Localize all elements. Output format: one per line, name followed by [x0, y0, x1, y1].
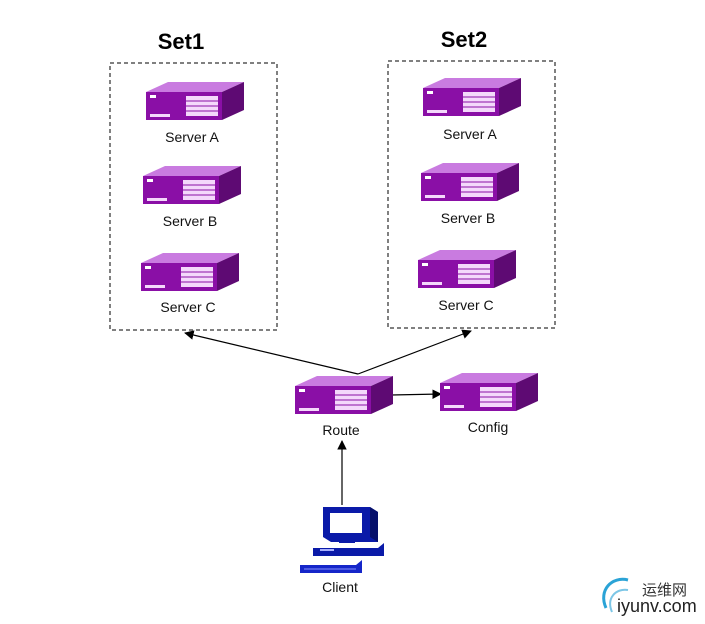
set2-title: Set2 [441, 27, 487, 52]
set2-group: Set2 Server A Server B Server C [387, 27, 556, 329]
set2-server-c-label: Server C [438, 297, 493, 313]
route-label: Route [322, 422, 360, 438]
server-icon [294, 375, 394, 415]
set1-server-c-label: Server C [160, 299, 215, 315]
set1-server-b-label: Server B [163, 213, 217, 229]
connectors [184, 329, 472, 505]
set1-server-a[interactable]: Server A [145, 81, 245, 145]
watermark: 运维网 iyunv.com [602, 577, 697, 616]
set1-title: Set1 [158, 29, 204, 54]
set2-server-b-label: Server B [441, 210, 495, 226]
route-node[interactable]: Route [294, 375, 394, 438]
server-icon [145, 81, 245, 121]
client-node[interactable]: Client [300, 507, 384, 595]
config-label: Config [468, 419, 508, 435]
set1-group: Set1 Server A Server B Server C [109, 29, 278, 331]
server-icon [422, 77, 522, 117]
swirl-logo-icon [602, 577, 629, 613]
server-icon [417, 249, 517, 289]
set2-server-c[interactable]: Server C [417, 249, 517, 313]
config-node[interactable]: Config [439, 372, 539, 435]
desktop-computer-icon [300, 507, 384, 573]
server-icon [140, 252, 240, 292]
watermark-en: iyunv.com [617, 596, 697, 616]
route-to-set1-arrow [184, 330, 359, 375]
route-to-set2-arrow [357, 329, 472, 375]
route-to-config-arrow [390, 389, 442, 399]
server-icon [420, 162, 520, 202]
client-label: Client [322, 579, 358, 595]
watermark-cn: 运维网 [642, 581, 687, 599]
set2-server-a[interactable]: Server A [422, 77, 522, 142]
set1-server-b[interactable]: Server B [142, 165, 242, 229]
server-icon [439, 372, 539, 412]
set2-server-a-label: Server A [443, 126, 497, 142]
set2-server-b[interactable]: Server B [420, 162, 520, 226]
set1-server-c[interactable]: Server C [140, 252, 240, 315]
server-icon [142, 165, 242, 205]
set1-server-a-label: Server A [165, 129, 219, 145]
